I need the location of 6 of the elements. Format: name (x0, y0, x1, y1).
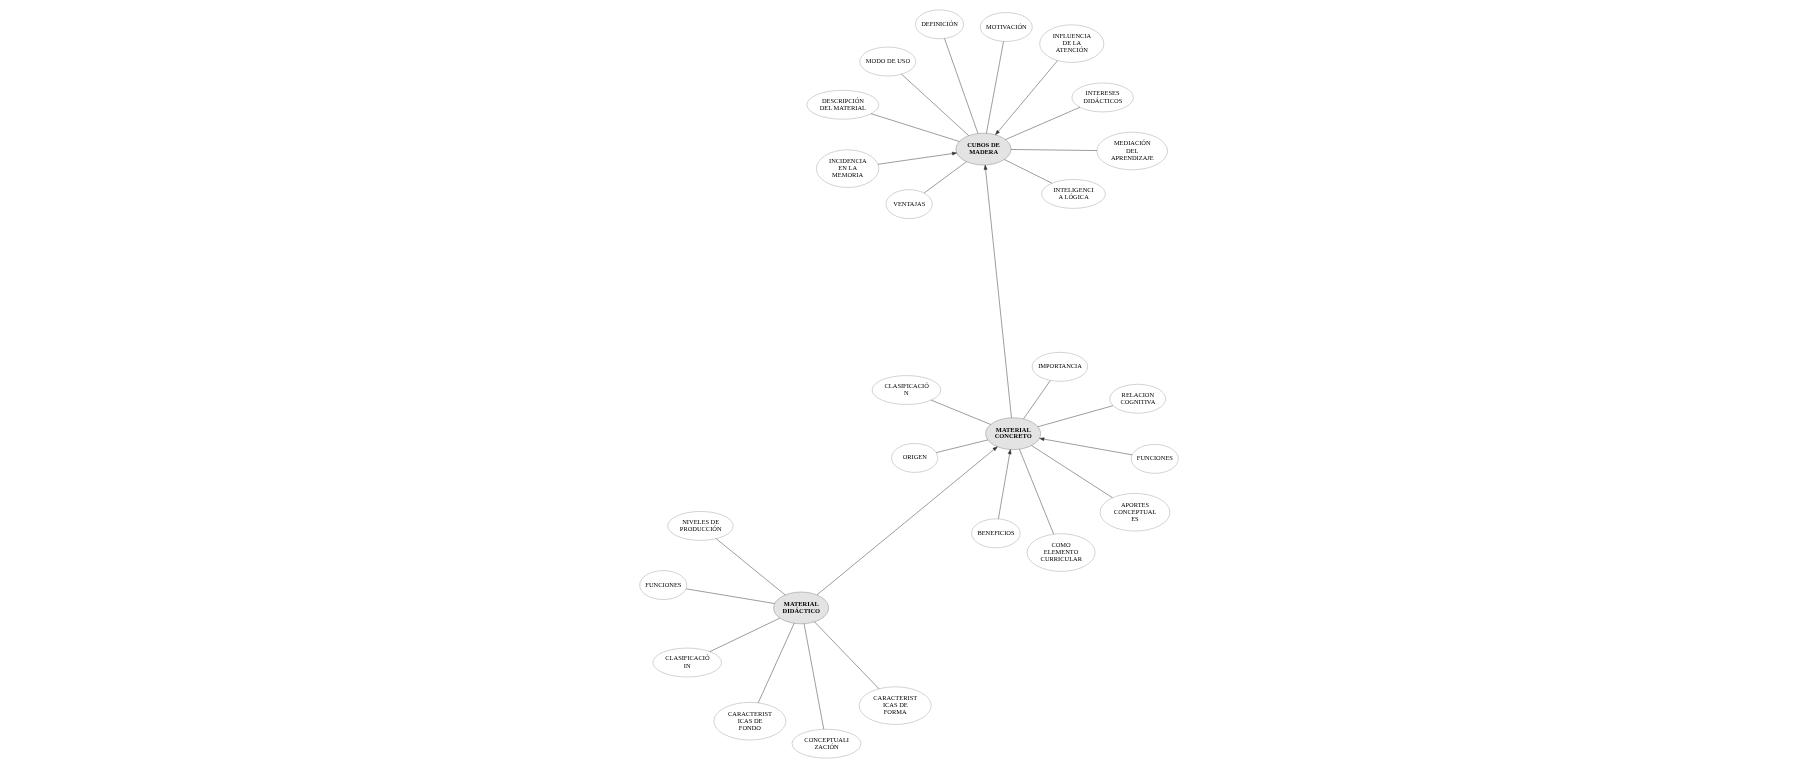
arrow (983, 164, 1012, 418)
arrow (1038, 437, 1132, 456)
arrow (994, 60, 1058, 135)
arrow (816, 446, 998, 596)
arrow (877, 151, 957, 165)
arrow (997, 449, 1011, 520)
